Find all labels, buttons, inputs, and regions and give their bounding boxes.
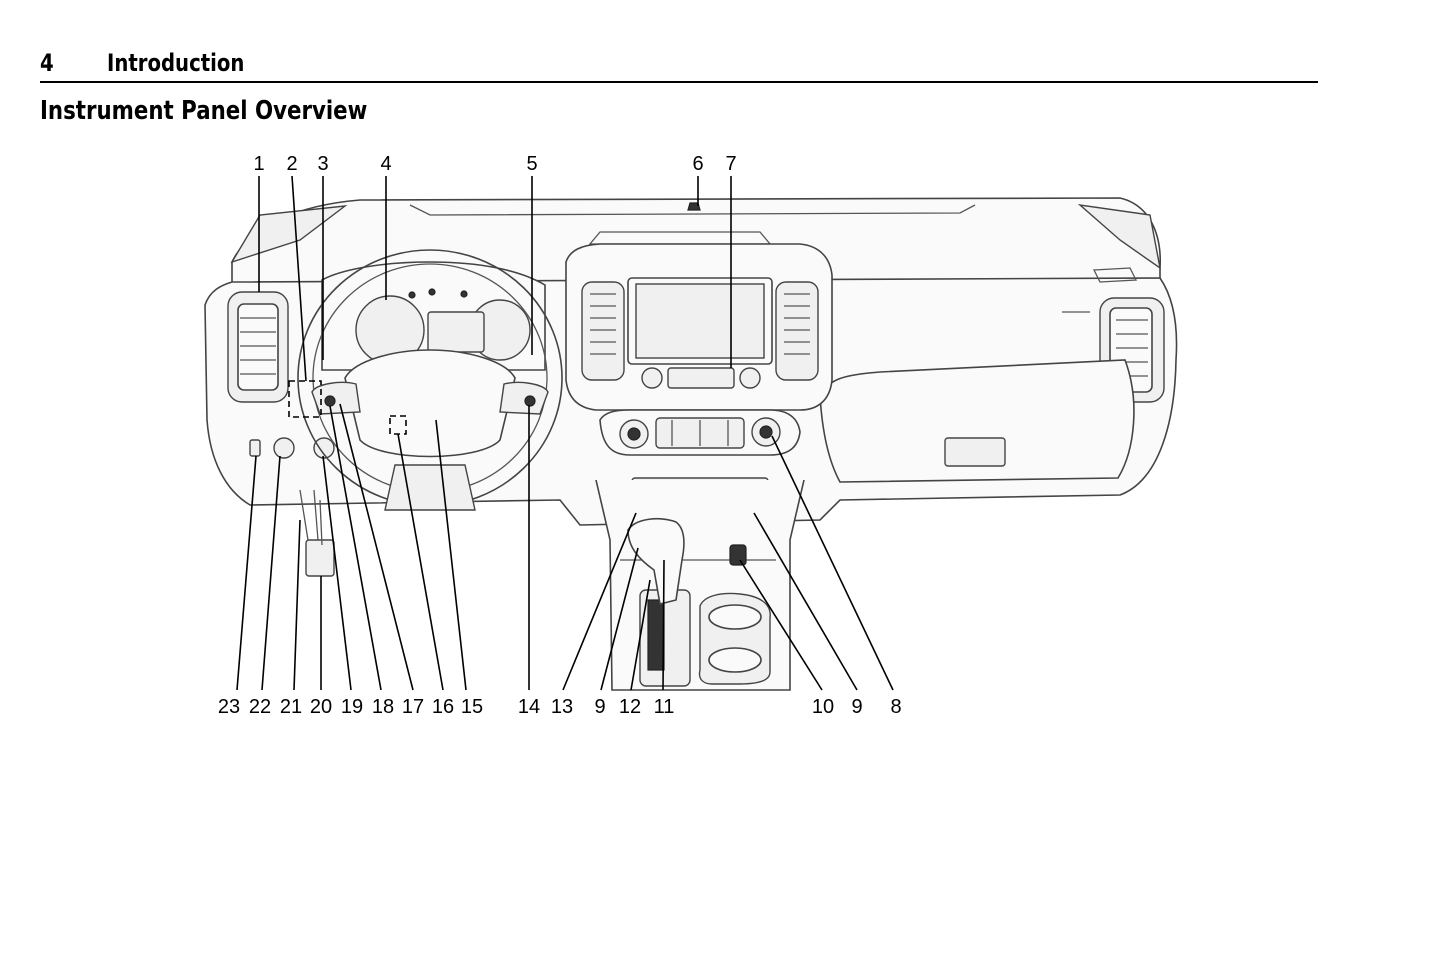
callout-19: 19 (341, 696, 363, 718)
callout-12: 12 (619, 696, 641, 718)
callout-22: 22 (249, 696, 271, 718)
callout-leader-lines (236, 175, 894, 691)
callout-9-right: 9 (851, 696, 862, 718)
callouts-bottom: 23 22 21 20 19 18 17 16 15 14 13 9 12 11… (218, 696, 902, 718)
chapter-title: Introduction (107, 49, 245, 77)
callout-14: 14 (518, 696, 540, 718)
dashboard-drawing (204, 197, 1178, 691)
callout-21: 21 (280, 696, 302, 718)
callout-7: 7 (725, 153, 736, 175)
callout-11: 11 (654, 696, 675, 718)
callout-10: 10 (812, 696, 834, 718)
callout-18: 18 (372, 696, 394, 718)
callout-4: 4 (380, 153, 391, 175)
callout-16: 16 (432, 696, 454, 718)
callout-9-left: 9 (594, 696, 605, 718)
callout-23: 23 (218, 696, 240, 718)
callout-13: 13 (551, 696, 573, 718)
section-title: Instrument Panel Overview (40, 96, 368, 126)
callout-5: 5 (526, 153, 537, 175)
callout-1: 1 (253, 153, 264, 175)
callouts-top: 1 2 3 4 5 6 7 (253, 153, 736, 175)
callout-3: 3 (317, 153, 328, 175)
callout-6: 6 (692, 153, 703, 175)
callout-2: 2 (286, 153, 297, 175)
callout-8: 8 (890, 696, 901, 718)
callout-20: 20 (310, 696, 332, 718)
page-number: 4 (40, 49, 54, 77)
running-header: 4 Introduction (40, 47, 1318, 83)
callout-17: 17 (402, 696, 424, 718)
callout-15: 15 (461, 696, 483, 718)
